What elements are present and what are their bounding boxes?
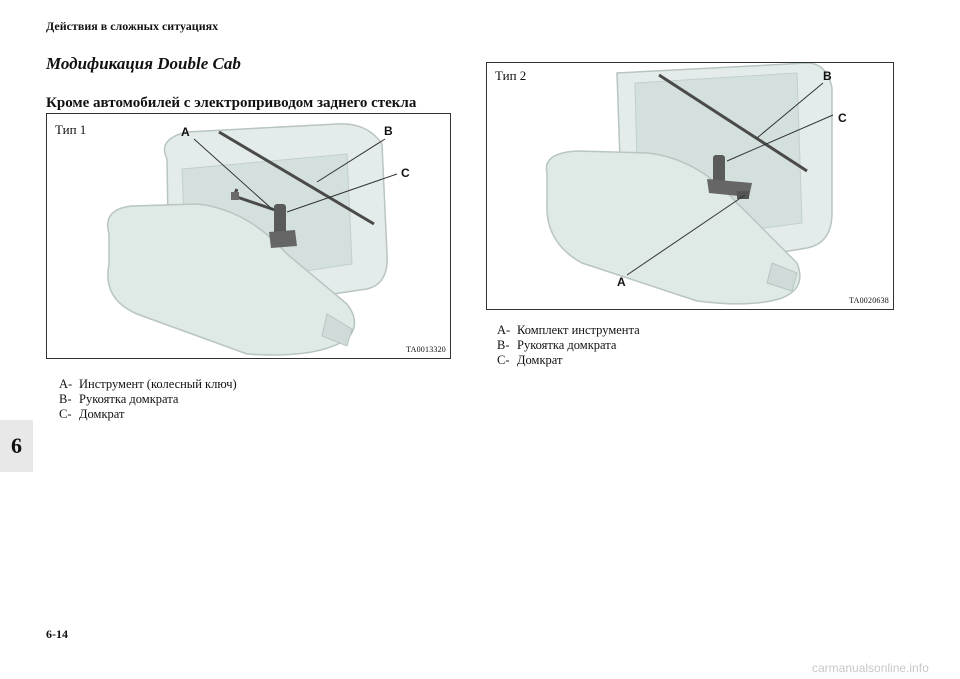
legend-item: B- Рукоятка домкрата (59, 392, 237, 407)
legend-text: Домкрат (517, 353, 563, 367)
figure-type-2: Тип 2 B C A TA0020638 (486, 62, 894, 310)
figure1-legend: A- Инструмент (колесный ключ) B- Рукоятк… (59, 377, 237, 422)
legend-text: Комплект инструмента (517, 323, 640, 337)
figure-code: TA0020638 (849, 296, 889, 305)
callout-b: B (823, 69, 832, 83)
page-title: Модификация Double Cab (46, 54, 241, 73)
legend-key: C- (59, 407, 72, 421)
legend-item: B- Рукоятка домкрата (497, 338, 640, 353)
rear-seat-illustration (545, 63, 834, 305)
legend-item: A- Инструмент (колесный ключ) (59, 377, 237, 392)
figure2-legend: A- Комплект инструмента B- Рукоятка домк… (497, 323, 640, 368)
legend-key: A- (497, 323, 511, 337)
legend-key: C- (497, 353, 510, 367)
figure-type-label: Тип 1 (55, 122, 87, 137)
legend-text: Инструмент (колесный ключ) (79, 377, 237, 391)
legend-item: C- Домкрат (497, 353, 640, 368)
page-number: 6-14 (46, 627, 68, 641)
chapter-tab: 6 (0, 420, 33, 472)
callout-a: A (181, 125, 190, 139)
figure-code: TA0013320 (406, 345, 446, 354)
legend-item: A- Комплект инструмента (497, 323, 640, 338)
legend-item: C- Домкрат (59, 407, 237, 422)
figure-type-label: Тип 2 (495, 68, 527, 83)
callout-b: B (384, 124, 393, 138)
legend-key: B- (59, 392, 72, 406)
legend-text: Рукоятка домкрата (79, 392, 179, 406)
legend-key: B- (497, 338, 510, 352)
section-header: Действия в сложных ситуациях (46, 19, 219, 33)
figure-type-1: Тип 1 A B C TA0013320 (46, 113, 451, 359)
legend-key: A- (59, 377, 73, 391)
legend-text: Домкрат (79, 407, 125, 421)
watermark: carmanualsonline.info (812, 661, 929, 675)
section-subtitle: Кроме автомобилей с электроприводом задн… (46, 95, 417, 111)
legend-text: Рукоятка домкрата (517, 338, 617, 352)
callout-c: C (838, 111, 847, 125)
callout-a: A (617, 275, 626, 289)
callout-c: C (401, 166, 410, 180)
rear-seat-illustration (107, 123, 398, 356)
